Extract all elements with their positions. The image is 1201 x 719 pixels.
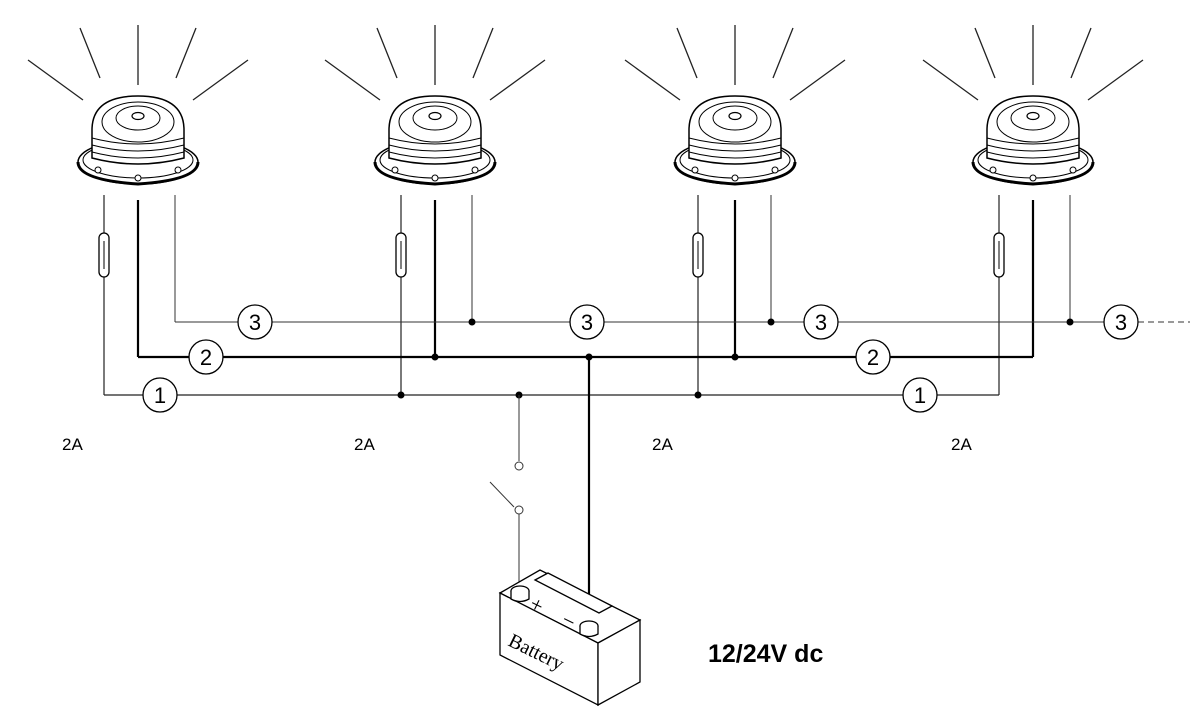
beacon-4 [921, 23, 1145, 186]
beacon-1 [26, 23, 250, 186]
switch [489, 395, 524, 590]
fuse-rating-3: 2A [652, 435, 673, 454]
fuse-2 [395, 232, 407, 278]
fuse-rating-1: 2A [62, 435, 83, 454]
beacon-3 [623, 23, 847, 186]
fuse-4 [993, 232, 1005, 278]
fuse-3 [692, 232, 704, 278]
voltage-label: 12/24V dc [708, 640, 824, 668]
wire-label-3b: 3 [581, 310, 593, 335]
beacon-2 [323, 23, 547, 186]
wire-label-2a: 2 [200, 345, 212, 370]
battery [498, 569, 642, 707]
wire-1-drops [103, 195, 1000, 395]
wire-label-1b: 1 [914, 383, 926, 408]
wire-label-3c: 3 [815, 310, 827, 335]
wire-3 [174, 195, 1190, 323]
wire-label-3d: 3 [1115, 310, 1127, 335]
fuse-1 [98, 232, 110, 278]
wire-2 [136, 200, 1035, 630]
wire-label-2b: 2 [867, 345, 879, 370]
fuse-rating-4: 2A [951, 435, 972, 454]
wire-label-circles [142, 304, 1139, 413]
wire-label-1a: 1 [154, 383, 166, 408]
wire-label-3a: 3 [249, 310, 261, 335]
junction-dots [397, 318, 1074, 399]
fuse-rating-2: 2A [354, 435, 375, 454]
